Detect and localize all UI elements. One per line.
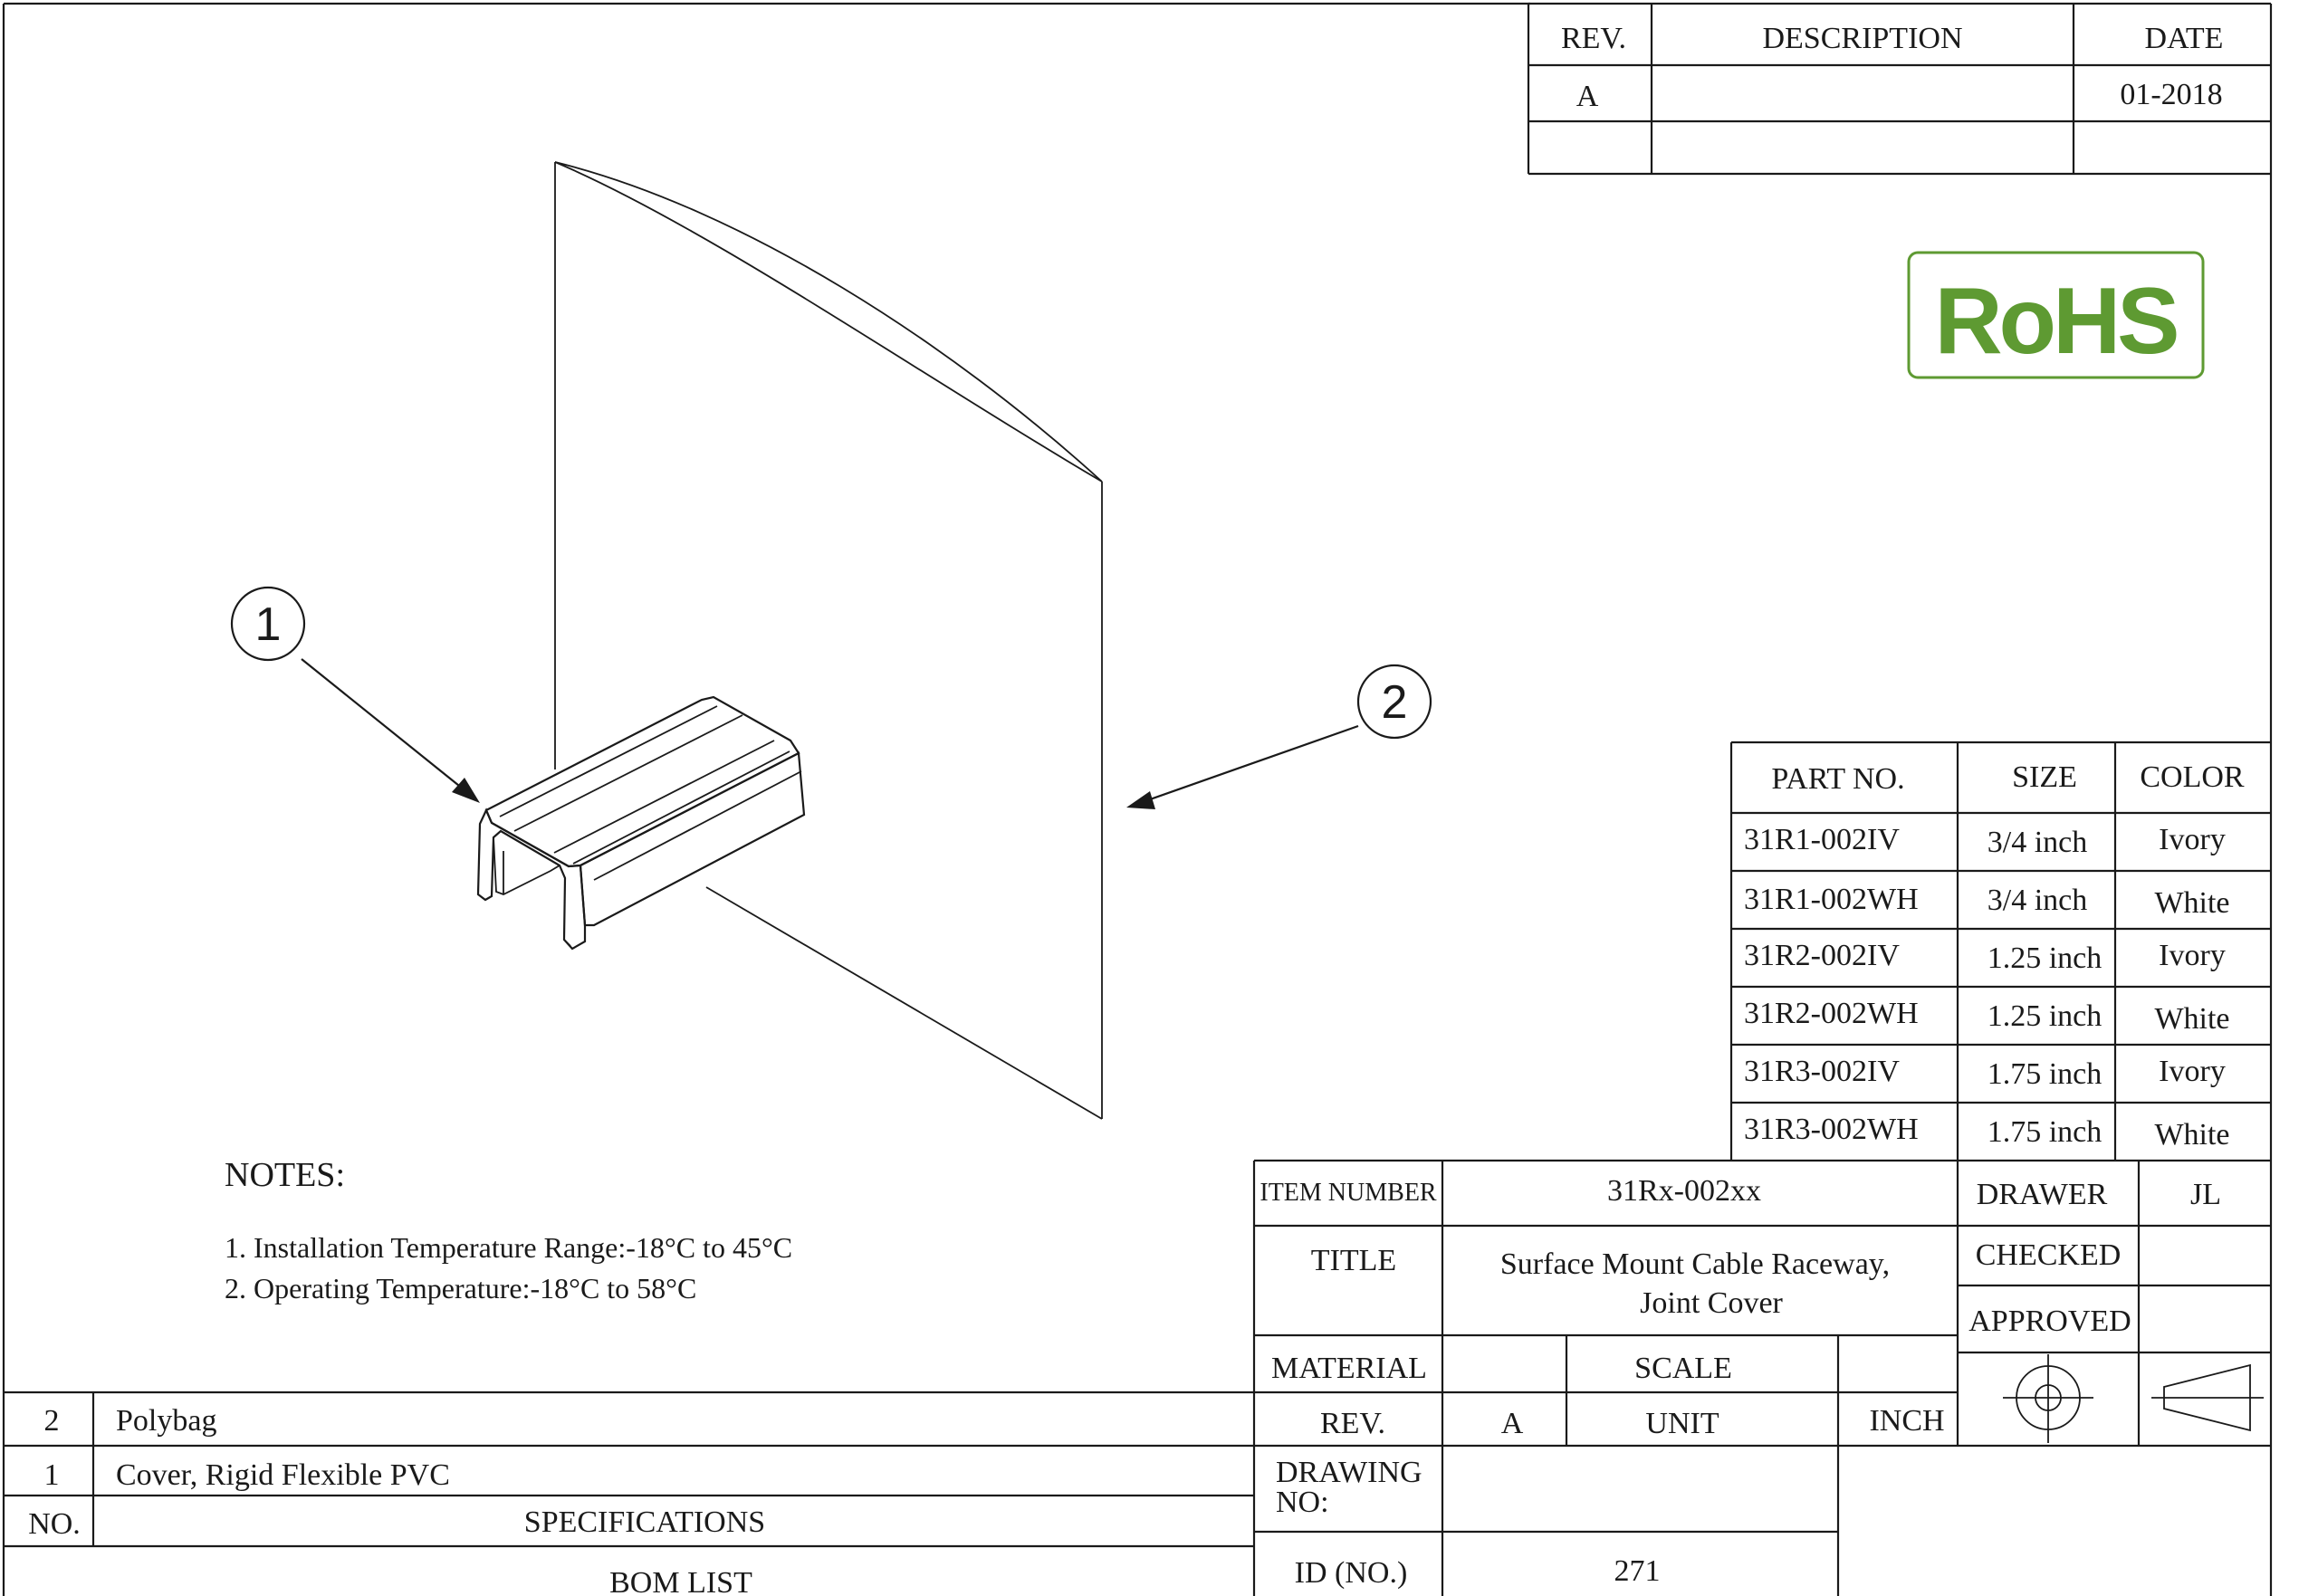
part-no-cell: 31R3-002WH (1744, 1113, 1919, 1146)
part-no-cell: 31R2-002WH (1744, 997, 1919, 1030)
approved-label: APPROVED (1968, 1305, 2131, 1338)
date-header: DATE (2145, 22, 2224, 55)
rev-header: REV. (1561, 22, 1626, 55)
bom-item-spec: Cover, Rigid Flexible PVC (116, 1458, 450, 1492)
callout-number: 2 (1382, 676, 1408, 729)
arrowhead-icon (452, 778, 480, 803)
color-cell: Ivory (2159, 1055, 2226, 1088)
drawer-value: JL (2190, 1178, 2221, 1211)
joint-cover-illustration: 1 2 (230, 161, 1432, 1120)
title-value-line2: Joint Cover (1640, 1286, 1783, 1320)
part-no-cell: 31R1-002WH (1744, 883, 1919, 916)
id-no-value: 271 (1614, 1554, 1661, 1588)
scale-label: SCALE (1634, 1352, 1732, 1385)
date-cell: 01-2018 (2120, 78, 2222, 111)
drawer-label: DRAWER (1977, 1178, 2108, 1211)
size-cell: 1.75 inch (1988, 1115, 2102, 1149)
truncated-cone-icon (2151, 1363, 2264, 1432)
size-cell: 3/4 inch (1988, 884, 2087, 917)
bom-list: 2 Polybag 1 Cover, Rigid Flexible PVC NO… (4, 1391, 1254, 1596)
unit-value: INCH (1869, 1404, 1944, 1438)
rohs-logo: RoHS (1907, 251, 2205, 379)
description-header: DESCRIPTION (1762, 22, 1962, 55)
note-item: 2. Operating Temperature:-18°C to 58°C (225, 1272, 696, 1305)
title-block: ITEM NUMBER 31Rx-002xx TITLE Surface Mou… (1252, 1159, 2271, 1596)
part-no-cell: 31R1-002IV (1744, 823, 1900, 856)
rohs-logo-text: RoHS (1934, 269, 2177, 374)
bom-item-no: 2 (44, 1404, 60, 1438)
item-number-value: 31Rx-002xx (1607, 1174, 1761, 1208)
rev-cell: A (1576, 80, 1599, 113)
color-cell: Ivory (2159, 939, 2226, 972)
bom-item-spec: Polybag (116, 1404, 216, 1438)
drawing-no-label-line1: DRAWING (1276, 1456, 1422, 1489)
cover-part (476, 695, 806, 951)
bom-item-no: 1 (44, 1458, 60, 1492)
size-cell: 1.25 inch (1988, 941, 2102, 975)
material-label: MATERIAL (1271, 1352, 1427, 1385)
revision-table: REV. DESCRIPTION DATE A 01-2018 (1527, 2, 2271, 176)
color-cell: White (2154, 1002, 2229, 1036)
rev-label: REV. (1320, 1407, 1385, 1440)
callout-number: 1 (255, 598, 282, 651)
bom-list-title: BOM LIST (609, 1566, 752, 1596)
callout-2: 2 (1126, 664, 1432, 809)
title-value-line1: Surface Mount Cable Raceway, (1500, 1247, 1890, 1281)
color-cell: White (2154, 1118, 2229, 1152)
bom-no-header: NO. (28, 1507, 81, 1541)
callout-bubble (1356, 664, 1432, 740)
title-label: TITLE (1311, 1244, 1396, 1277)
notes: NOTES: 1. Installation Temperature Range… (225, 1156, 792, 1305)
arrowhead-icon (1126, 791, 1155, 809)
size-cell: 1.25 inch (1988, 999, 2102, 1033)
sheet-border (2, 2, 2273, 1596)
bom-specifications-header: SPECIFICATIONS (524, 1505, 765, 1539)
size-cell: 3/4 inch (1988, 826, 2087, 859)
callout-bubble (230, 586, 306, 662)
part-no-cell: 31R2-002IV (1744, 939, 1900, 972)
size-cell: 1.75 inch (1988, 1057, 2102, 1091)
color-cell: White (2154, 886, 2229, 920)
color-header: COLOR (2140, 760, 2245, 794)
unit-label: UNIT (1645, 1407, 1719, 1440)
drawing-no-label-line2: NO: (1276, 1486, 1329, 1519)
size-header: SIZE (2012, 760, 2077, 794)
note-item: 1. Installation Temperature Range:-18°C … (225, 1231, 792, 1264)
rev-value: A (1501, 1407, 1524, 1440)
id-no-label: ID (NO.) (1295, 1556, 1408, 1590)
target-crosshair-icon (2003, 1354, 2093, 1443)
notes-heading: NOTES: (225, 1156, 345, 1194)
color-cell: Ivory (2159, 823, 2226, 856)
item-number-label: ITEM NUMBER (1260, 1179, 1437, 1207)
checked-label: CHECKED (1976, 1238, 2122, 1272)
polybag-outline (554, 161, 1103, 1120)
part-no-header: PART NO. (1771, 762, 1904, 796)
part-no-cell: 31R3-002IV (1744, 1055, 1900, 1088)
parts-table: PART NO. SIZE COLOR 31R1-002IV 3/4 inch … (1729, 741, 2271, 1161)
callout-1: 1 (230, 586, 480, 803)
